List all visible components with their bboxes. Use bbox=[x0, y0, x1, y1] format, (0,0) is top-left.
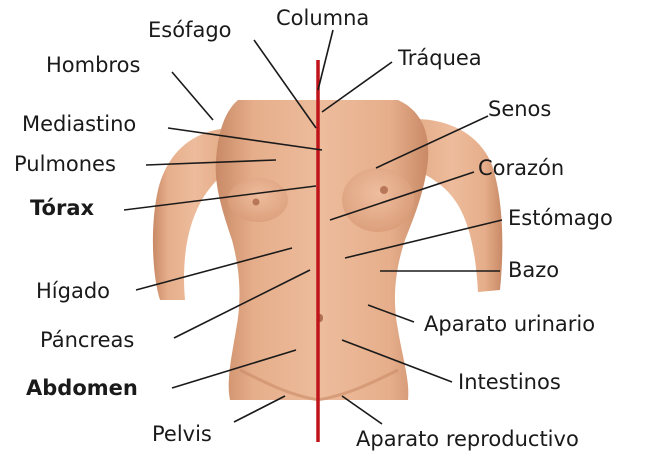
leader-reproductivo bbox=[342, 396, 382, 424]
torso-figure bbox=[153, 100, 502, 400]
right-nipple bbox=[380, 186, 388, 194]
label-aparato-urinario: Aparato urinario bbox=[424, 314, 595, 335]
label-pancreas: Páncreas bbox=[40, 330, 134, 351]
label-pulmones: Pulmones bbox=[14, 154, 116, 175]
label-estomago: Estómago bbox=[508, 208, 613, 229]
leader-columna bbox=[318, 30, 333, 90]
right-breast bbox=[342, 168, 414, 232]
label-columna: Columna bbox=[276, 8, 369, 29]
label-abdomen: Abdomen bbox=[26, 378, 138, 399]
label-mediastino: Mediastino bbox=[22, 114, 136, 135]
label-senos: Senos bbox=[488, 99, 551, 120]
torso-body bbox=[216, 100, 429, 400]
label-traquea: Tráquea bbox=[398, 48, 482, 69]
label-corazon: Corazón bbox=[478, 158, 564, 179]
label-hombros: Hombros bbox=[46, 55, 140, 76]
label-esofago: Esófago bbox=[148, 20, 232, 41]
label-higado: Hígado bbox=[36, 281, 110, 302]
leader-hombros bbox=[172, 72, 213, 120]
label-pelvis: Pelvis bbox=[152, 424, 212, 445]
left-nipple bbox=[253, 199, 260, 206]
label-bazo: Bazo bbox=[508, 260, 559, 281]
label-torax: Tórax bbox=[30, 198, 94, 219]
label-aparato-reproductivo: Aparato reproductivo bbox=[356, 429, 579, 450]
label-intestinos: Intestinos bbox=[458, 372, 561, 393]
